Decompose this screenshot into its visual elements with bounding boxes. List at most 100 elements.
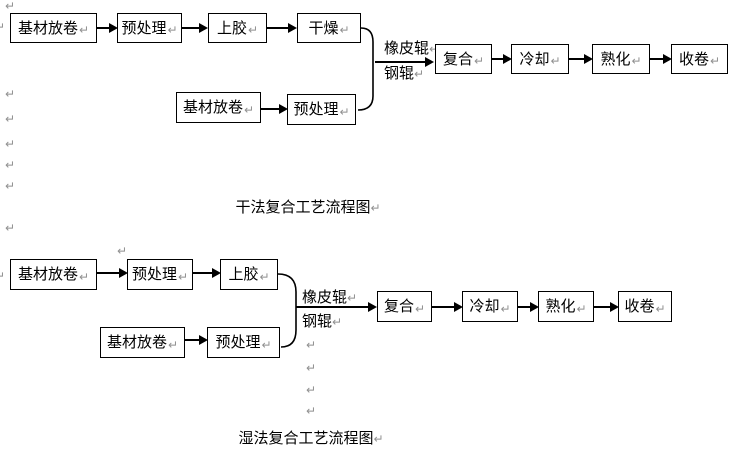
caption-dry-process: 干法复合工艺流程图↵: [235, 198, 381, 216]
paragraph-mark: ↵: [243, 102, 255, 117]
paragraph-mark: ↵: [347, 291, 358, 305]
box-label: 上胶: [228, 265, 259, 283]
flow-arrow: [97, 23, 118, 33]
merge-connector: [357, 27, 374, 111]
paragraph-mark: ↵: [167, 23, 178, 37]
arrowhead-icon: [425, 57, 434, 67]
paragraph-mark: ↵: [5, 87, 16, 101]
flow-arrow: [569, 54, 593, 64]
caption-wet-process: 湿法复合工艺流程图↵: [238, 429, 384, 447]
box-cooling: 冷却↵: [462, 291, 518, 322]
arrowhead-icon: [109, 23, 118, 33]
box-label: 冷却: [469, 297, 500, 315]
paragraph-mark: ↵: [655, 301, 666, 316]
paragraph-mark: ↵: [0, 20, 6, 34]
box-label: 复合: [442, 49, 473, 68]
paragraph-mark: ↵: [550, 54, 561, 68]
arrowhead-icon: [212, 268, 221, 278]
paragraph-mark: ↵: [306, 361, 317, 375]
flow-arrow: [182, 23, 208, 33]
box-label: 预处理: [293, 100, 339, 118]
paragraph-mark: ↵: [500, 301, 511, 316]
paragraph-mark: ↵: [167, 337, 179, 352]
arrow-line: [518, 306, 533, 308]
box-label: 上胶: [216, 18, 247, 37]
box-label: 预处理: [131, 265, 177, 283]
paragraph-mark: ↵: [414, 67, 425, 81]
box-cooling: 冷却↵: [511, 44, 569, 74]
paragraph-mark: ↵: [709, 54, 721, 68]
box-substrate-unwind: 基材放卷↵: [10, 259, 97, 290]
paragraph-mark: ↵: [5, 137, 16, 151]
box-drying: 干燥↵: [297, 13, 361, 43]
flow-arrow: [185, 335, 208, 345]
paragraph-mark: ↵: [306, 383, 317, 397]
arrow-line: [296, 306, 371, 308]
label-steel-roller: 钢辊↵: [384, 64, 425, 82]
box-label: 基材放卷: [106, 333, 167, 351]
arrowhead-icon: [199, 335, 208, 345]
arrowhead-icon: [368, 302, 377, 312]
paragraph-mark: ↵: [247, 23, 259, 37]
paragraph-mark: ↵: [259, 269, 270, 284]
arrow-line: [492, 58, 506, 60]
box-label: 收卷: [624, 297, 655, 315]
box-laminating: 复合↵: [377, 291, 432, 322]
box-pretreatment-2: 预处理↵: [207, 327, 280, 358]
box-curing: 熟化↵: [538, 291, 594, 322]
paragraph-mark: ↵: [5, 158, 16, 172]
merge-flow-arrow: [296, 302, 377, 312]
arrowhead-icon: [279, 104, 288, 114]
label-rubber-roller: 橡皮辊↵: [302, 288, 358, 306]
flow-arrow: [261, 104, 288, 114]
arrow-line: [182, 27, 202, 29]
arrow-line: [193, 272, 215, 274]
arrow-line: [97, 272, 122, 274]
box-label: 基材放卷: [182, 98, 243, 116]
paragraph-mark: ↵: [177, 269, 189, 284]
box-laminating: 复合↵: [435, 44, 492, 74]
paragraph-mark: ↵: [473, 54, 485, 68]
paragraph-mark: ↵: [339, 104, 350, 119]
box-label: 干燥: [308, 18, 339, 37]
box-label: 基材放卷: [17, 18, 78, 37]
paragraph-mark: ↵: [306, 338, 317, 352]
paragraph-mark: ↵: [373, 432, 384, 446]
arrow-line: [569, 58, 587, 60]
paragraph-mark: ↵: [414, 301, 426, 316]
box-label: 收卷: [678, 49, 709, 68]
box-label: 熟化: [600, 49, 631, 68]
box-pretreatment-2: 预处理↵: [287, 94, 356, 125]
box-substrate-unwind: 基材放卷↵: [10, 13, 97, 43]
arrowhead-icon: [530, 302, 539, 312]
paragraph-mark: ↵: [631, 54, 642, 68]
merge-connector: [277, 273, 297, 348]
arrowhead-icon: [584, 54, 593, 64]
flow-arrow: [650, 54, 672, 64]
box-rewinding: 收卷↵: [618, 291, 672, 322]
label-rubber-roller: 橡皮辊↵: [384, 41, 439, 56]
label-steel-roller: 钢辊↵: [302, 312, 343, 330]
arrowhead-icon: [199, 23, 208, 33]
box-label: 预处理: [215, 333, 261, 351]
paragraph-mark: ↵: [117, 244, 128, 258]
arrowhead-icon: [288, 23, 297, 33]
paragraph-mark: ↵: [332, 315, 343, 329]
flow-arrow: [267, 23, 297, 33]
paragraph-mark: ↵: [78, 269, 90, 284]
arrowhead-icon: [119, 268, 128, 278]
paragraph-mark: ↵: [339, 23, 350, 37]
flow-arrow: [432, 302, 463, 312]
flow-arrow: [193, 268, 221, 278]
arrow-line: [650, 58, 666, 60]
arrow-line: [97, 27, 112, 29]
arrowhead-icon: [610, 302, 619, 312]
arrowhead-icon: [503, 54, 512, 64]
box-gluing: 上胶↵: [208, 13, 267, 43]
box-label: 基材放卷: [17, 265, 78, 283]
paragraph-mark: ↵: [5, 112, 16, 126]
box-substrate-unwind-2: 基材放卷↵: [176, 92, 261, 123]
paragraph-mark: ↵: [5, 221, 16, 235]
box-rewinding: 收卷↵: [671, 44, 728, 74]
box-gluing: 上胶↵: [220, 259, 278, 290]
